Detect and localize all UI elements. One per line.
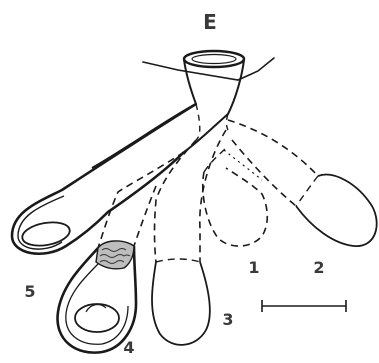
- branch-label-4: 4: [123, 338, 134, 357]
- branch-2-neck: [296, 176, 318, 206]
- branch-3-stalk: [155, 140, 197, 262]
- branch-2-stalk-upper: [228, 120, 318, 176]
- branch-4-lumen: [75, 304, 119, 332]
- branch-label-5: 5: [24, 282, 35, 301]
- stalk-opening: [184, 51, 244, 67]
- branch-1: [203, 168, 268, 246]
- branch-3-neck: [156, 259, 200, 262]
- branch-2-stalk-lower: [232, 140, 296, 206]
- branch-4-stalk: [98, 152, 184, 248]
- panel-letter: E: [203, 10, 217, 34]
- branch-4-stalk-right: [134, 186, 156, 246]
- branch-3-bulb: [152, 262, 210, 345]
- branch-2-dotted-wall: [224, 150, 262, 180]
- branch-5-lumen: [20, 219, 71, 249]
- branch-label-1: 1: [248, 258, 259, 277]
- scale-bar: [262, 300, 346, 312]
- branch-2-bulb: [296, 175, 377, 247]
- branch-label-3: 3: [222, 310, 233, 329]
- branch-label-2: 2: [313, 258, 324, 277]
